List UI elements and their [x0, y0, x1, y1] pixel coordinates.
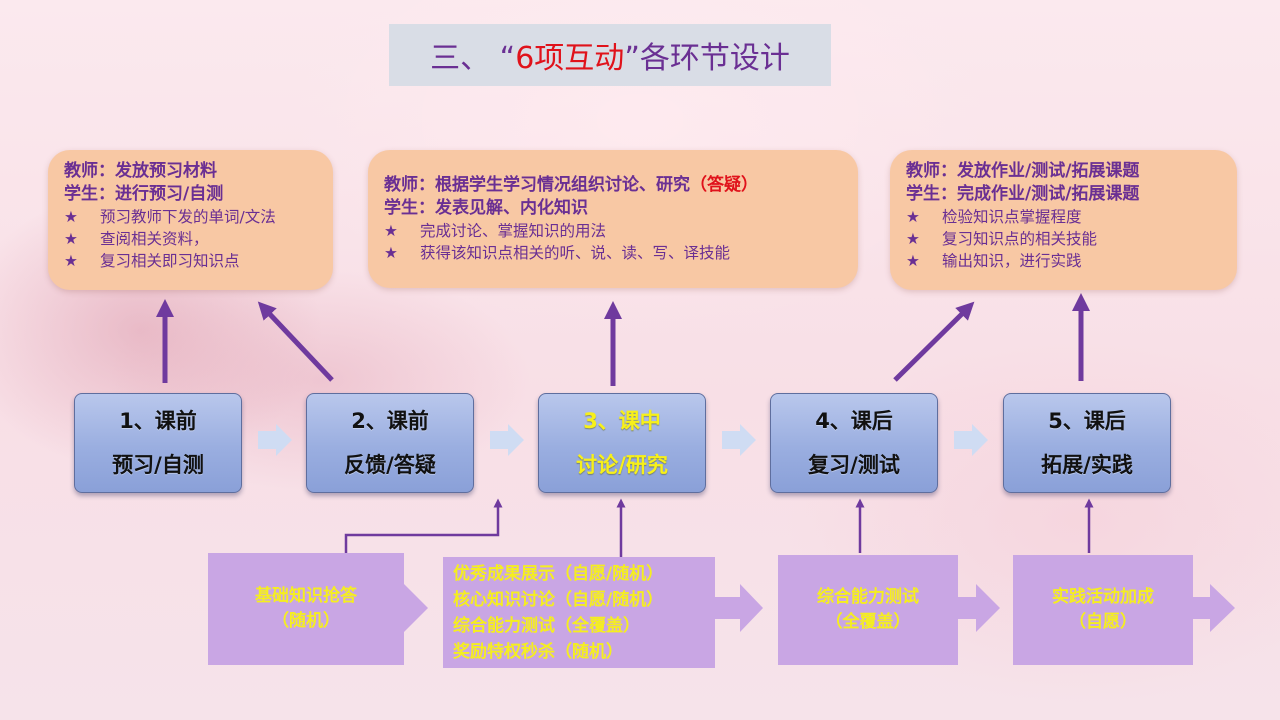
activity-2-line: 奖励特权秒杀（随机）: [453, 641, 623, 662]
info-box-in-class: 教师：根据学生学习情况组织讨论、研究（答疑） 学生：发表见解、内化知识 ★完成讨…: [368, 150, 858, 288]
info2-teacher-red: （答疑）: [690, 175, 758, 195]
step-chevron-2: [490, 424, 524, 456]
page-title: 三、 “6项互动”各环节设计: [389, 24, 831, 86]
step-2-title: 2、课前: [351, 409, 429, 433]
info-box-after-class: 教师：发放作业/测试/拓展课题 学生：完成作业/测试/拓展课题 ★检验知识点掌握…: [890, 150, 1237, 290]
star-icon: ★: [906, 230, 920, 248]
step-2-box: 2、课前 反馈/答疑: [306, 393, 474, 493]
star-icon: ★: [384, 244, 398, 262]
info2-student: 学生：发表见解、内化知识: [384, 198, 588, 218]
step-chevron-1: [258, 424, 292, 456]
activity-in-class-list: 优秀成果展示（自愿/随机） 核心知识讨论（自愿/随机） 综合能力测试（全覆盖） …: [443, 557, 715, 668]
step-chevron-3: [722, 424, 756, 456]
star-icon: ★: [64, 252, 78, 270]
act-chevron-3: [957, 584, 1000, 632]
star-icon: ★: [906, 252, 920, 270]
star-icon: ★: [64, 208, 78, 226]
info1-item: ★查阅相关资料，: [64, 230, 209, 248]
step-4-subtitle: 复习/测试: [808, 453, 900, 477]
activity-2-line: 核心知识讨论（自愿/随机）: [453, 589, 664, 610]
info-box-pre-class: 教师：发放预习材料 学生：进行预习/自测 ★预习教师下发的单词/文法 ★查阅相关…: [48, 150, 333, 290]
activity-3-line: 综合能力测试: [817, 587, 919, 607]
step-5-box: 5、课后 拓展/实践: [1003, 393, 1171, 493]
act-chevron-2: [715, 584, 763, 632]
activity-1-line: 基础知识抢答: [255, 586, 357, 606]
title-highlight: 6项互动: [515, 41, 625, 76]
step-chevron-4: [954, 424, 988, 456]
info1-item: ★预习教师下发的单词/文法: [64, 208, 276, 226]
arrow-act1-elbow: [344, 498, 503, 553]
step-3-box: 3、课中 讨论/研究: [538, 393, 706, 493]
step-5-title: 5、课后: [1048, 409, 1126, 433]
info3-item: ★检验知识点掌握程度: [906, 208, 1082, 226]
step-3-subtitle: 讨论/研究: [576, 453, 668, 477]
act-chevron-1: [403, 583, 428, 633]
activity-2-line: 综合能力测试（全覆盖）: [453, 615, 640, 636]
step-4-box: 4、课后 复习/测试: [770, 393, 938, 493]
activity-practice-bonus: 实践活动加成 （自愿）: [1013, 555, 1193, 665]
info2-teacher: 教师：根据学生学习情况组织讨论、研究（答疑）: [384, 175, 758, 195]
info1-teacher: 教师：发放预习材料: [64, 161, 217, 181]
info2-item: ★获得该知识点相关的听、说、读、写、译技能: [384, 244, 731, 262]
info1-item: ★复习相关即习知识点: [64, 252, 240, 270]
title-prefix: 三、 “: [430, 41, 516, 76]
activity-1-line: （随机）: [272, 611, 340, 631]
step-5-subtitle: 拓展/实践: [1041, 453, 1133, 477]
star-icon: ★: [384, 222, 398, 240]
info3-student: 学生：完成作业/测试/拓展课题: [906, 184, 1140, 204]
step-2-subtitle: 反馈/答疑: [344, 453, 436, 477]
arrow-step4-diag: [893, 301, 975, 382]
star-icon: ★: [64, 230, 78, 248]
activity-2-line: 优秀成果展示（自愿/随机）: [453, 563, 664, 584]
activity-4-line: （自愿）: [1069, 612, 1137, 632]
step-1-title: 1、课前: [119, 409, 197, 433]
info2-item: ★完成讨论、掌握知识的用法: [384, 222, 607, 240]
step-3-title: 3、课中: [583, 409, 661, 433]
title-suffix: ”各环节设计: [624, 41, 790, 76]
info3-teacher: 教师：发放作业/测试/拓展课题: [906, 161, 1140, 181]
step-1-box: 1、课前 预习/自测: [74, 393, 242, 493]
step-1-subtitle: 预习/自测: [112, 453, 204, 477]
star-icon: ★: [906, 208, 920, 226]
info3-item: ★输出知识，进行实践: [906, 252, 1082, 270]
arrow-step2-diag: [257, 301, 334, 382]
activity-3-line: （全覆盖）: [825, 612, 911, 632]
activity-basic-quiz: 基础知识抢答 （随机）: [208, 553, 404, 665]
activity-4-line: 实践活动加成: [1052, 587, 1154, 607]
activity-ability-test: 综合能力测试 （全覆盖）: [778, 555, 958, 665]
info3-item: ★复习知识点的相关技能: [906, 230, 1098, 248]
info1-student: 学生：进行预习/自测: [64, 184, 224, 204]
step-4-title: 4、课后: [815, 409, 893, 433]
act-chevron-4: [1192, 584, 1235, 632]
